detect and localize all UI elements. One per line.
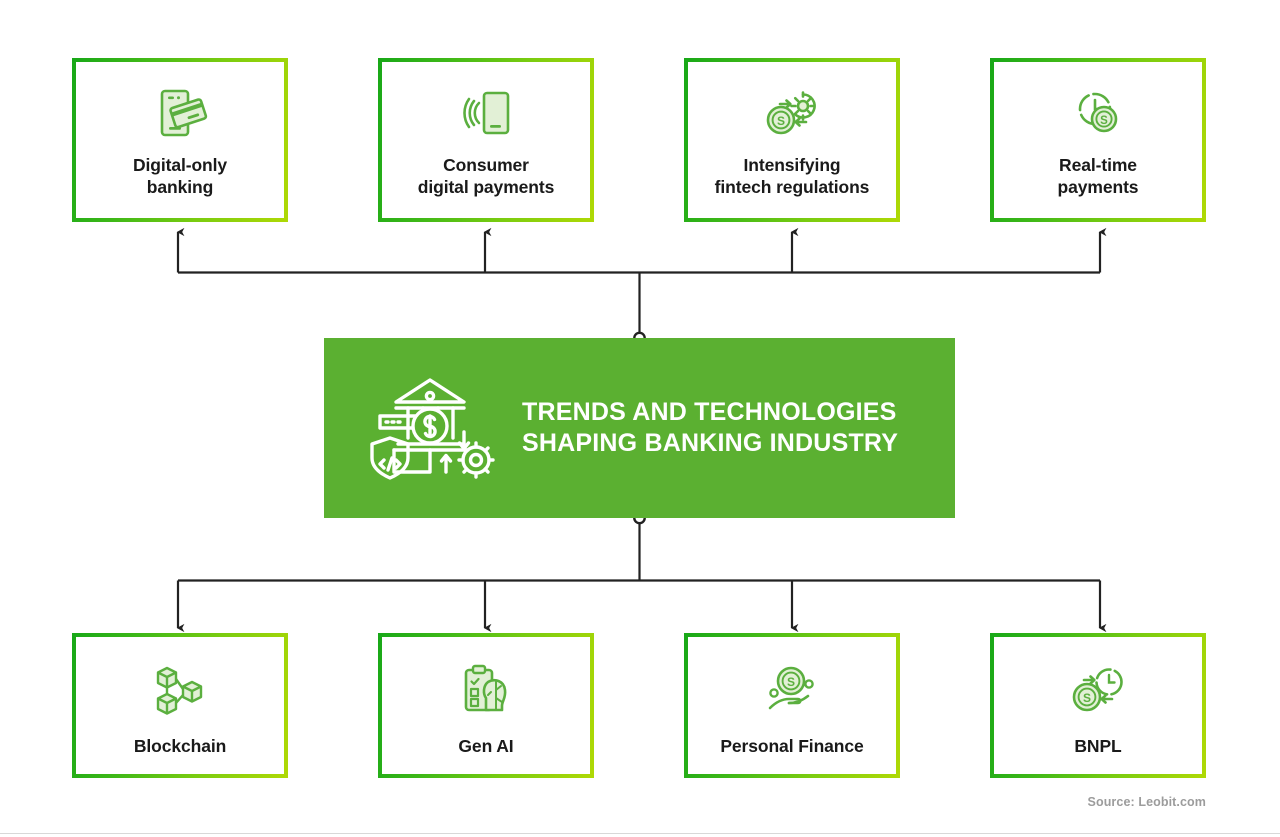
smartphone-credit-card-icon (152, 82, 208, 144)
node-gen-ai[interactable]: Gen AI (378, 633, 594, 778)
node-bnpl[interactable]: S BNPL (990, 633, 1206, 778)
svg-text:S: S (1100, 115, 1108, 127)
svg-text:S: S (777, 114, 785, 128)
node-label: Digital-only banking (132, 155, 228, 198)
node-label: Consumer digital payments (417, 155, 555, 198)
source-credit: Source: Leobit.com (1087, 795, 1206, 809)
node-blockchain[interactable]: Blockchain (72, 633, 288, 778)
node-label: Gen AI (458, 736, 514, 756)
node-real-time-payments[interactable]: S Real-time payments (990, 58, 1206, 222)
center-banner[interactable]: TRENDS AND TECHNOLOGIES SHAPING BANKING … (324, 338, 955, 518)
node-personal-finance[interactable]: S Personal Finance (684, 633, 900, 778)
bank-blockchain-gear-icon (364, 371, 504, 486)
center-title: TRENDS AND TECHNOLOGIES SHAPING BANKING … (522, 397, 899, 457)
coin-clock-exchange-icon: S (1069, 659, 1127, 721)
coin-gear-exchange-icon: S (763, 82, 821, 144)
node-label: BNPL (1074, 736, 1122, 756)
clipboard-brain-icon (458, 659, 514, 721)
footer-divider (0, 833, 1280, 834)
blockchain-cubes-icon (151, 659, 209, 721)
node-label: Blockchain (133, 736, 227, 756)
node-intensifying-fintech-regulations[interactable]: S Intensifying fintech regulations (684, 58, 900, 222)
svg-text:S: S (787, 675, 795, 689)
node-label: Real-time payments (1057, 155, 1139, 198)
node-label: Personal Finance (720, 736, 864, 756)
node-consumer-digital-payments[interactable]: Consumer digital payments (378, 58, 594, 222)
node-digital-only-banking[interactable]: Digital-only banking (72, 58, 288, 222)
svg-text:S: S (1083, 691, 1091, 705)
clock-coin-icon: S (1070, 82, 1126, 144)
hand-coin-icon: S (763, 659, 821, 721)
contactless-phone-payment-icon (458, 82, 514, 144)
node-label: Intensifying fintech regulations (714, 155, 870, 198)
